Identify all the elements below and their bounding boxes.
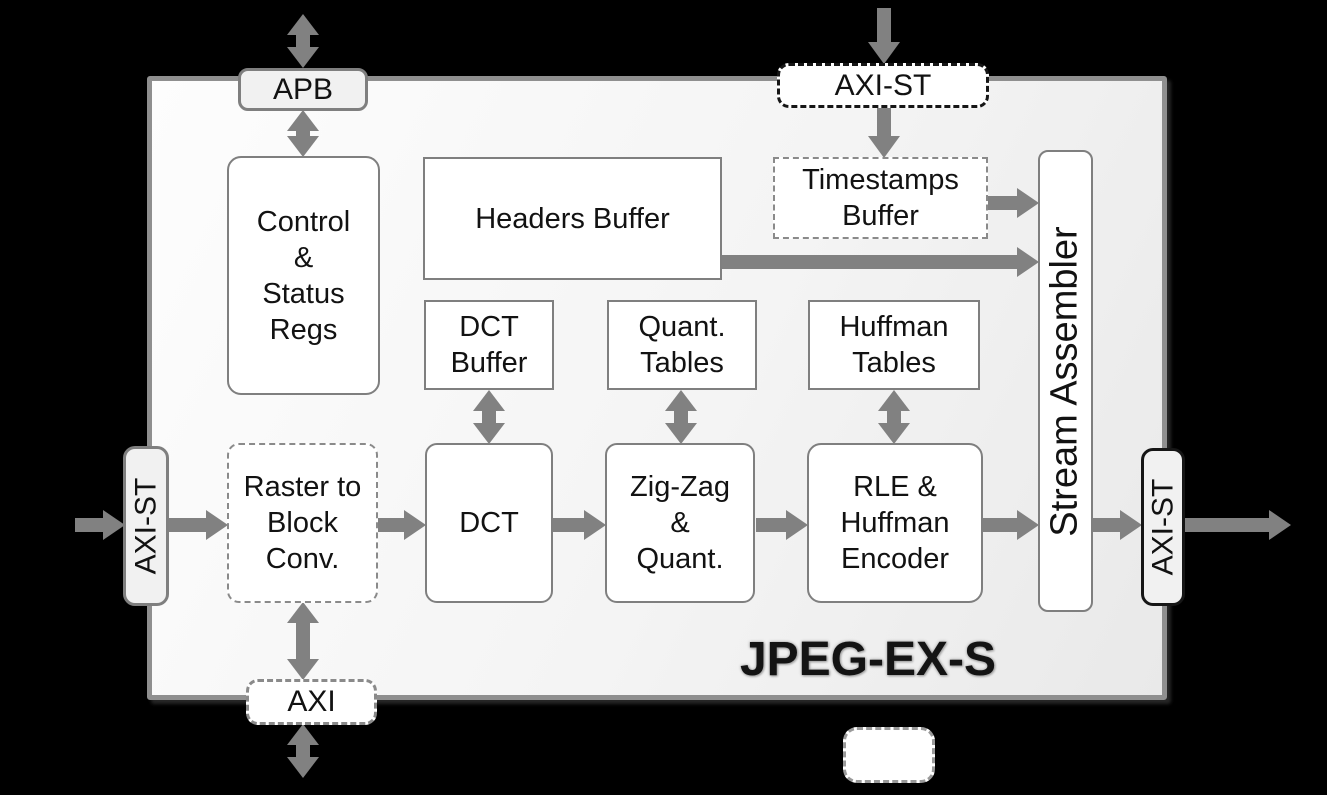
arrow-input-stream: [75, 510, 125, 540]
arrow-huffman-tables-rle: [878, 390, 910, 444]
arrow-raster-to-axi-bottom: [287, 602, 319, 680]
arrow-rle-to-stream-assembler: [982, 510, 1039, 540]
headers-buffer-block: Headers Buffer: [423, 157, 722, 280]
axi-bottom-port-label: AXI: [287, 685, 336, 718]
raster-to-block-conv-block: Raster to Block Conv.: [227, 443, 378, 603]
arrow-dct-buffer-dct: [473, 390, 505, 444]
arrow-axi-st-top-to-timestamps: [868, 106, 900, 158]
axi-st-left-port: AXI-ST: [123, 446, 169, 606]
dct-block: DCT: [425, 443, 553, 603]
dct-buffer-block: DCT Buffer: [424, 300, 554, 390]
arrow-zigzag-to-rle: [756, 510, 808, 540]
arrow-dct-to-zigzag: [553, 510, 606, 540]
arrow-external-to-axi-st-top: [868, 8, 900, 64]
arrow-apb-to-control-regs: [287, 110, 319, 157]
arrow-timestamps-to-stream-assembler: [987, 188, 1039, 218]
apb-port: APB: [238, 68, 368, 111]
axi-bottom-port: AXI: [246, 679, 377, 725]
arrow-quant-tables-zigzag: [665, 390, 697, 444]
axi-st-left-port-label: AXI-ST: [129, 477, 162, 575]
control-status-regs-block: Control & Status Regs: [227, 156, 380, 395]
axi-st-right-port: AXI-ST: [1141, 448, 1185, 606]
timestamps-buffer-block: Timestamps Buffer: [773, 157, 988, 239]
arrow-raster-to-dct: [377, 510, 426, 540]
zigzag-quant-block: Zig-Zag & Quant.: [605, 443, 755, 603]
stream-assembler-block: Stream Assembler: [1038, 150, 1093, 612]
diagram-title: JPEG-EX-S: [739, 633, 997, 686]
arrow-headers-to-stream-assembler: [721, 247, 1039, 277]
legend-dashed-box: [843, 727, 935, 783]
rle-huffman-encoder-block: RLE & Huffman Encoder: [807, 443, 983, 603]
arrow-axi-st-left-to-raster: [168, 510, 228, 540]
quant-tables-block: Quant. Tables: [607, 300, 757, 390]
stream-assembler-label: Stream Assembler: [1044, 225, 1087, 537]
arrow-output-stream: [1185, 510, 1291, 540]
arrow-axi-bottom-external: [287, 724, 319, 778]
axi-st-right-port-label: AXI-ST: [1146, 478, 1179, 576]
apb-port-label: APB: [272, 72, 334, 106]
axi-st-top-port-label: AXI-ST: [834, 68, 932, 102]
arrow-apb-external: [287, 14, 319, 68]
huffman-tables-block: Huffman Tables: [808, 300, 980, 390]
arrow-stream-assembler-to-axi-st-right: [1092, 510, 1142, 540]
axi-st-top-port: AXI-ST: [777, 63, 989, 108]
